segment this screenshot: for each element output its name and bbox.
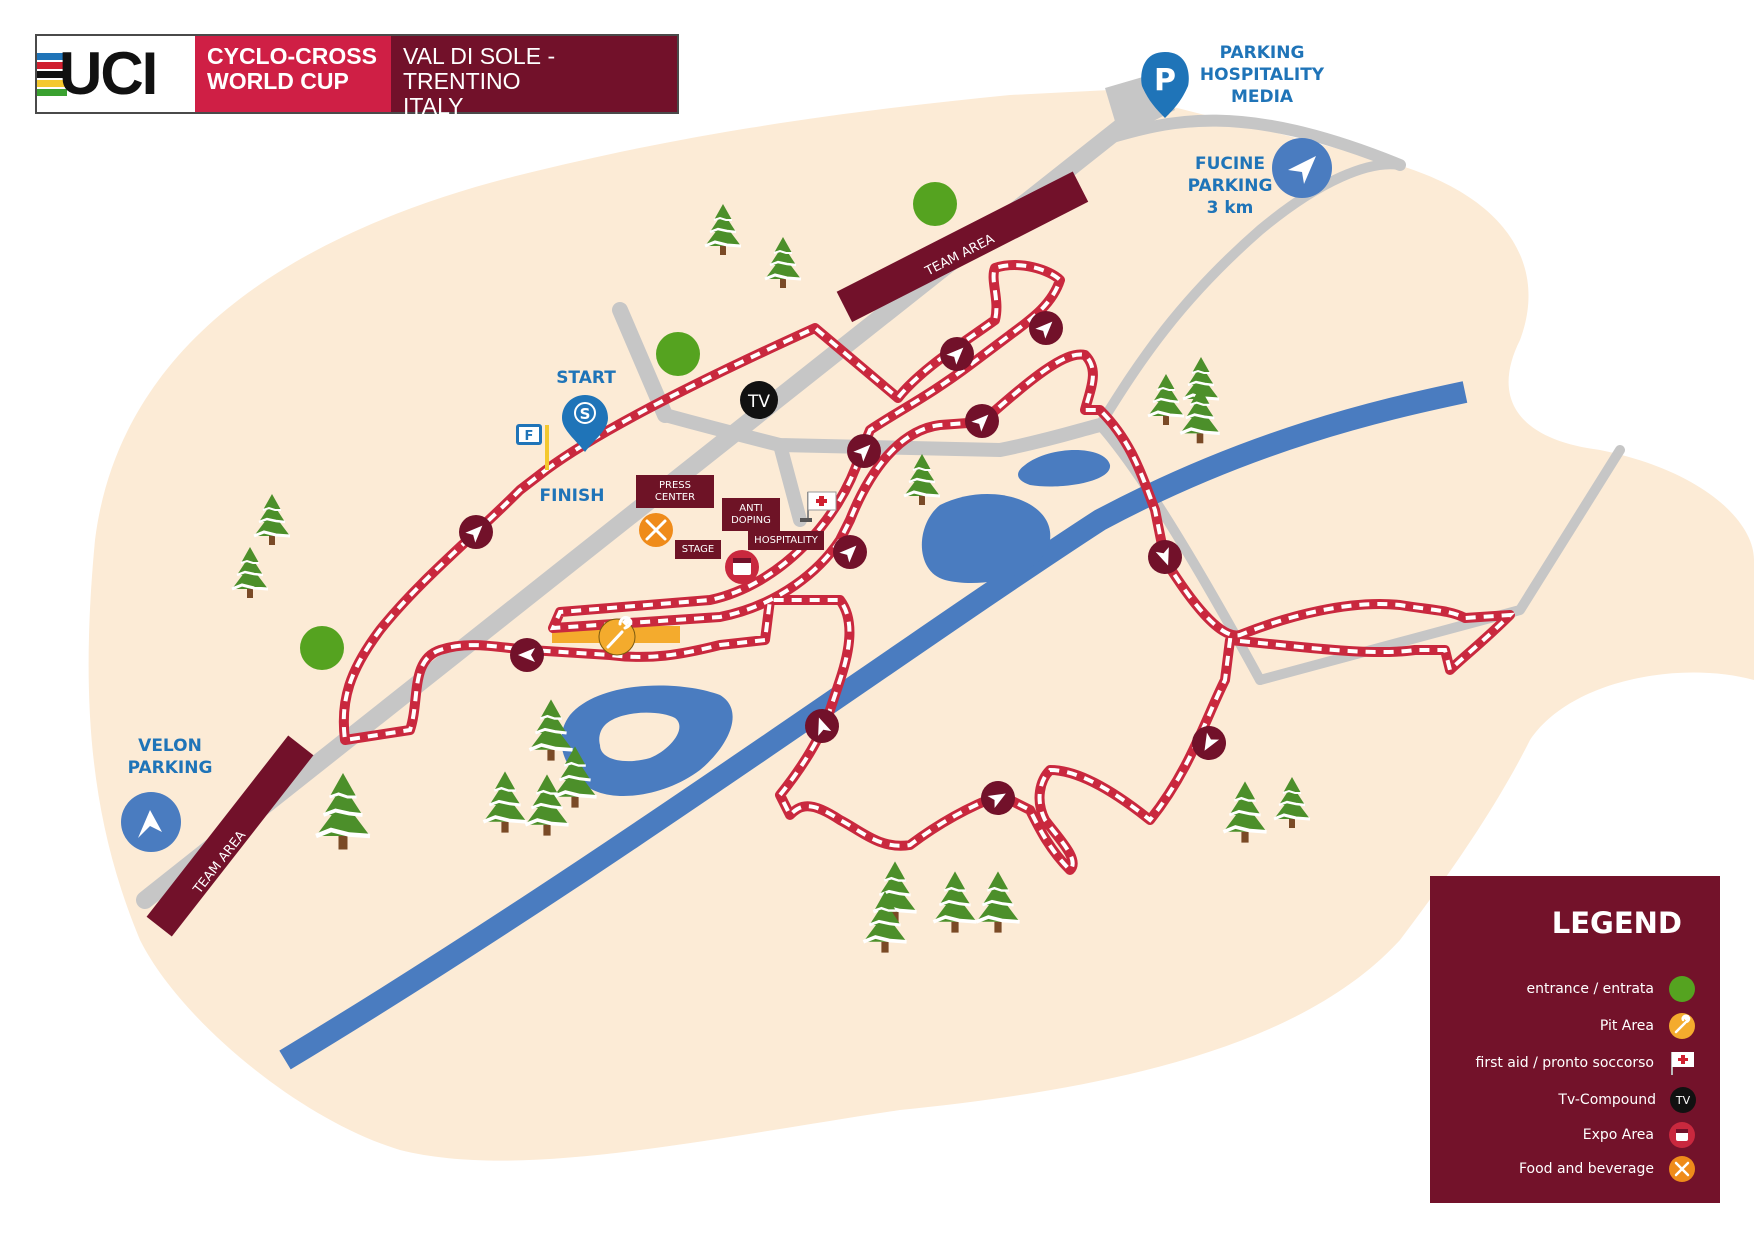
parking-hospitality-media-label: PARKING HOSPITALITY MEDIA <box>1199 43 1325 107</box>
parking-pin-letter: P <box>1154 63 1176 98</box>
wrench-icon[interactable] <box>598 616 636 656</box>
legend-label: Expo Area <box>1582 1127 1654 1143</box>
legend-label: Food and beverage <box>1518 1161 1654 1177</box>
legend-item-tv-compound: Tv-Compound TV <box>1558 1086 1696 1114</box>
legend-item-pit-area: Pit Area <box>1600 1012 1696 1040</box>
event-name: CYCLO-CROSS WORLD CUP <box>195 36 391 112</box>
pond-left <box>561 685 733 797</box>
ground-area <box>88 90 1754 1161</box>
first-aid-flag-icon <box>1668 1049 1696 1077</box>
race-course-dashes <box>341 263 1516 873</box>
fucine-parking-nav[interactable] <box>1272 138 1332 198</box>
entrance-icon <box>1668 975 1696 1003</box>
tv-compound[interactable]: TV <box>740 381 778 419</box>
press-center-building[interactable]: PRESS CENTER <box>636 475 714 508</box>
fork-knife-icon[interactable] <box>639 513 673 547</box>
anti-doping-building[interactable]: ANTI DOPING <box>722 498 780 531</box>
uci-wordmark: UCI <box>59 40 158 107</box>
calendar-icon[interactable] <box>725 550 759 584</box>
legend-item-first-aid: first aid / pronto soccorso <box>1476 1049 1697 1077</box>
legend-item-entrance: entrance / entrata <box>1527 975 1697 1003</box>
calendar-icon <box>1668 1121 1696 1149</box>
parking-pin[interactable]: P <box>1141 52 1189 118</box>
entrance-icon <box>656 332 700 376</box>
wrench-icon <box>1668 1012 1696 1040</box>
first-aid-flag-icon[interactable] <box>800 491 837 522</box>
hospitality-building[interactable]: HOSPITALITY <box>748 531 824 550</box>
entrance-icon <box>300 626 344 670</box>
legend-title: LEGEND <box>1551 906 1682 940</box>
pond-small <box>1018 450 1111 487</box>
legend-label: entrance / entrata <box>1526 981 1655 997</box>
stage-building[interactable]: STAGE <box>675 540 721 559</box>
fucine-parking-label: FUCINE PARKING 3 km <box>1187 154 1273 218</box>
uci-logo: UCI <box>37 36 195 112</box>
finish-flag-letter: F <box>525 429 534 444</box>
start-pin[interactable]: S <box>562 395 608 452</box>
tv-icon: TV <box>747 392 770 412</box>
legend-label: Tv-Compound <box>1558 1092 1656 1108</box>
entrance-icon <box>913 182 957 226</box>
legend-label: first aid / pronto soccorso <box>1475 1055 1655 1071</box>
legend-item-expo-area: Expo Area <box>1583 1121 1696 1149</box>
tv-icon: TV <box>1670 1087 1696 1113</box>
entrances <box>300 182 957 670</box>
fork-knife-icon <box>1668 1155 1696 1183</box>
legend-label: Pit Area <box>1599 1018 1654 1034</box>
legend-panel: LEGEND entrance / entrata Pit Area first… <box>1430 876 1720 1203</box>
pond-center <box>921 493 1051 584</box>
arrow-marker-icon <box>510 638 544 672</box>
finish-flag[interactable]: F <box>516 424 549 470</box>
river <box>279 381 1468 1070</box>
velon-parking-nav[interactable] <box>121 792 181 852</box>
legend-item-food-beverage: Food and beverage <box>1519 1155 1696 1183</box>
finish-label: FINISH <box>539 486 605 506</box>
event-header: UCI CYCLO-CROSS WORLD CUP VAL DI SOLE - … <box>35 34 679 119</box>
team-area-top <box>836 171 1089 323</box>
velon-parking-label: VELON PARKING <box>127 736 213 778</box>
start-label: START <box>556 368 616 388</box>
event-venue: VAL DI SOLE - TRENTINO ITALY <box>391 36 677 119</box>
start-pin-letter: S <box>580 405 591 423</box>
team-area-left <box>146 735 314 937</box>
